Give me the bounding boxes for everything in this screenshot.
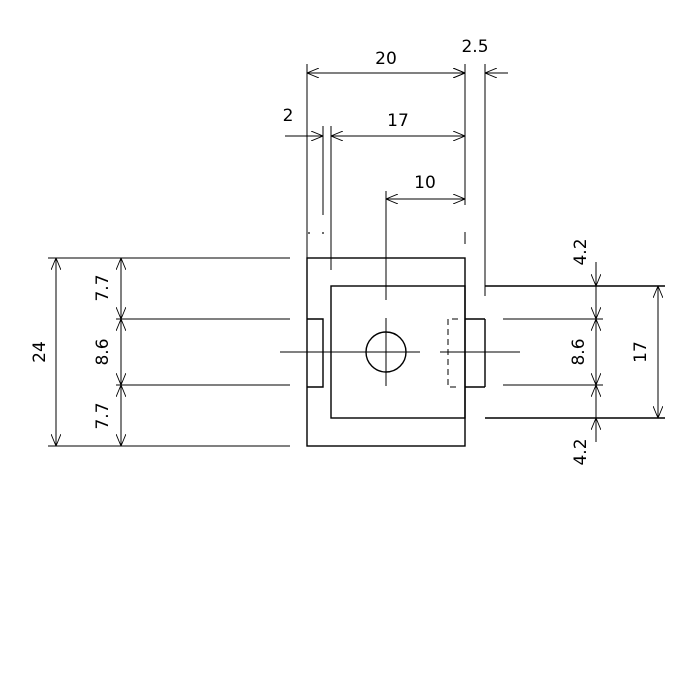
dimension-labels: 20 2.5 2 17 10 24 7.7 8.6 7.7 4.2 8.6 4.…: [30, 37, 651, 466]
dim-top-center-offset: 10: [414, 173, 436, 193]
left-tab: [307, 318, 324, 388]
dim-right-upper: 4.2: [571, 238, 591, 265]
dim-left-total-height: 24: [30, 341, 50, 363]
dim-right-middle: 8.6: [569, 338, 589, 365]
dim-top-left-wall: 2: [283, 106, 294, 126]
dim-top-inner-width: 17: [387, 111, 409, 131]
dim-left-upper: 7.7: [93, 274, 113, 301]
dimension-lines: [56, 73, 658, 446]
extension-lines: [48, 64, 603, 447]
dim-left-lower: 7.7: [93, 402, 113, 429]
hidden-slot-outline: [447, 318, 458, 388]
dim-right-total-height: 17: [631, 341, 651, 363]
center-lines: [280, 191, 520, 386]
dim-top-width: 20: [375, 49, 397, 69]
dim-left-middle: 8.6: [93, 338, 113, 365]
dim-top-gap: 2.5: [461, 37, 488, 57]
dim-right-lower: 4.2: [571, 438, 591, 465]
